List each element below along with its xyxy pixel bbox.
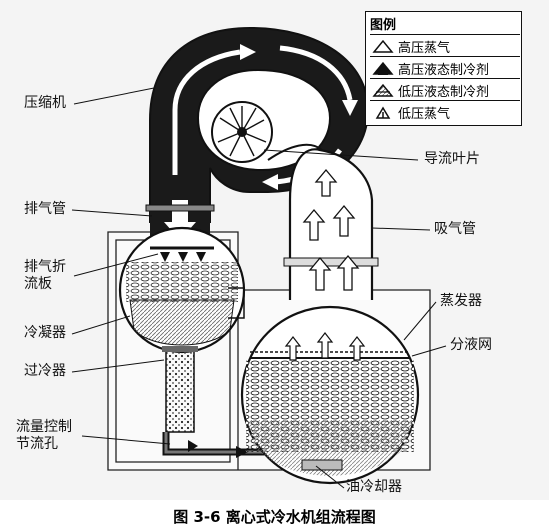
- evaporator: [240, 305, 420, 485]
- label-discharge-baffle: 排气折流板: [24, 259, 66, 292]
- label-oil-cooler: 油冷却器: [346, 479, 402, 495]
- arrow-hollow-small-icon: [375, 106, 391, 119]
- label-discharge-pipe: 排气管: [24, 201, 66, 217]
- suction-pipe: [267, 143, 379, 300]
- label-liquid-mesh: 分液网: [450, 337, 492, 353]
- arrow-striped-icon: [372, 83, 394, 97]
- legend-title: 图例: [370, 18, 397, 33]
- subcooler: [162, 346, 198, 433]
- label-compressor: 压缩机: [24, 95, 66, 111]
- arrow-outline-icon: [372, 39, 394, 53]
- condenser: [118, 226, 246, 354]
- guide-vane-wheel: [211, 101, 273, 163]
- label-subcooler: 过冷器: [24, 363, 66, 379]
- arrow-solid-icon: [372, 61, 394, 75]
- legend-row: 高压液态制冷剂: [370, 56, 520, 79]
- figure-caption: 图 3-6 离心式冷水机组流程图: [173, 508, 376, 526]
- label-guide-vanes: 导流叶片: [424, 151, 480, 167]
- flow-arrow: [172, 49, 241, 175]
- legend-label: 高压液态制冷剂: [398, 63, 490, 78]
- legend-label: 高压蒸气: [398, 41, 451, 56]
- legend-row: 低压蒸气: [370, 100, 520, 123]
- legend-row: 高压蒸气: [370, 34, 520, 57]
- label-evaporator: 蒸发器: [440, 293, 482, 309]
- label-flow-orifice: 流量控制节流孔: [16, 419, 72, 452]
- label-suction-pipe: 吸气管: [434, 221, 476, 237]
- legend-label: 低压液态制冷剂: [398, 85, 490, 100]
- label-condenser: 冷凝器: [24, 325, 66, 341]
- flow-arrow-head: [240, 44, 256, 60]
- legend: 图例 高压蒸气 高压液态制冷剂 低压液态制冷剂 低压蒸气: [365, 11, 522, 126]
- leader-lines: [71, 87, 447, 489]
- legend-label: 低压蒸气: [398, 107, 451, 122]
- legend-row: 低压液态制冷剂: [370, 78, 520, 101]
